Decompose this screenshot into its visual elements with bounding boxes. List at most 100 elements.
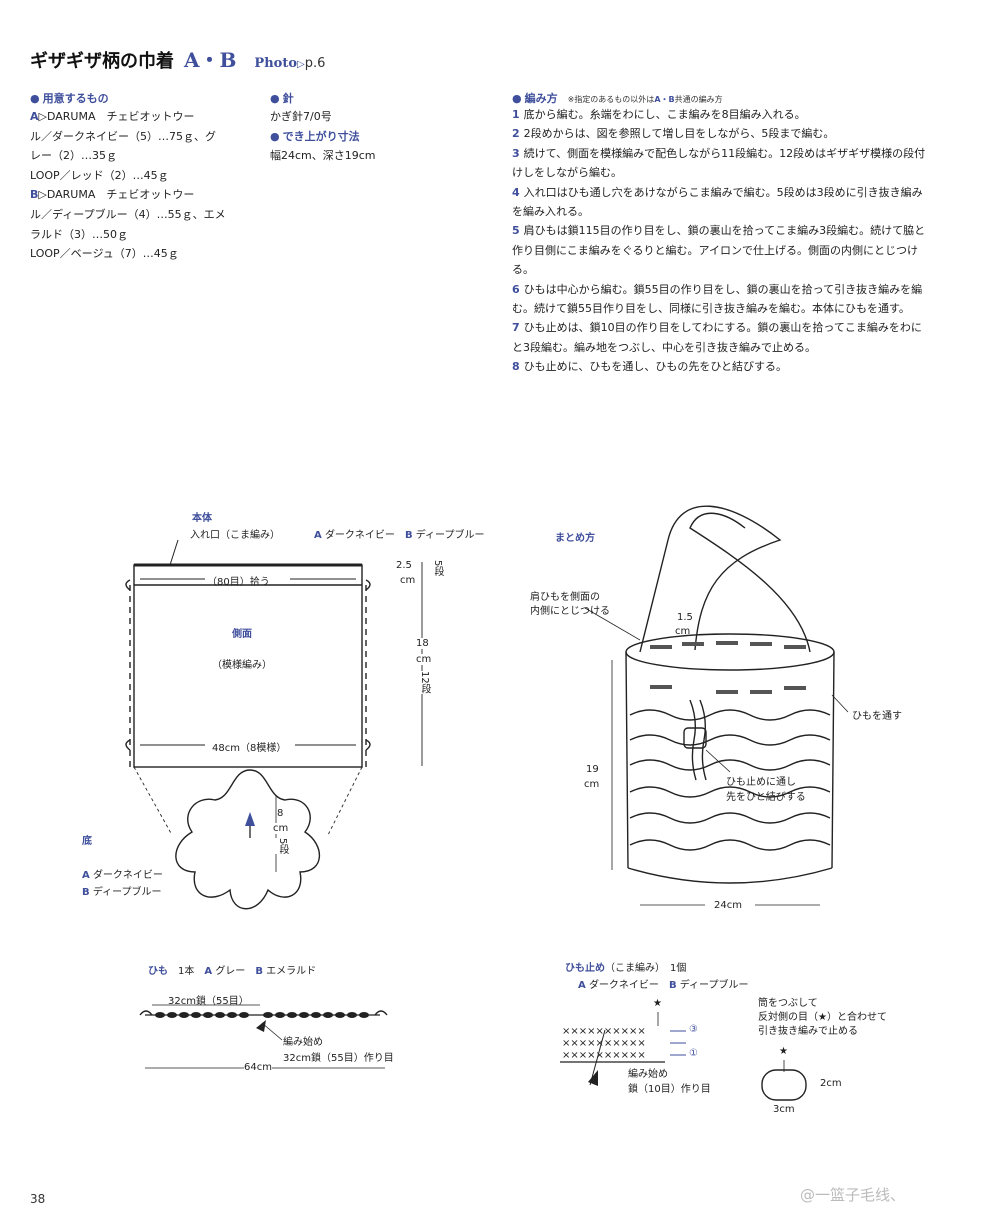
drawstring-right <box>699 699 707 781</box>
rim-hole <box>750 690 772 694</box>
loop-right-bottom <box>365 739 371 751</box>
loop-left-top <box>125 579 131 591</box>
cord-stopper <box>683 727 707 749</box>
cord-end-right <box>374 1010 388 1016</box>
stopper-note-2: 先をひと結びする <box>726 792 806 803</box>
finished-heading: ●でき上がり寸法 <box>270 130 360 143</box>
stopper-row-1: ① <box>689 1048 698 1059</box>
rim-hole <box>650 685 672 689</box>
bag-bottom <box>627 867 833 884</box>
rim-hole <box>750 642 772 646</box>
svg-text:××××××××××: ×××××××××× <box>562 1050 646 1061</box>
body-side-label: 側面 <box>232 629 252 640</box>
base-arrowhead <box>245 812 255 826</box>
stopper-heading: ひも止め（こま編み） 1個 <box>565 963 687 974</box>
drawstring-left <box>689 699 697 781</box>
cord-end-left <box>139 1010 153 1016</box>
stopper-tube-height: 2cm <box>820 1078 842 1089</box>
body-pattern-label: （模様編み） <box>212 660 272 671</box>
needle-heading: ●針 <box>270 92 294 105</box>
watermark: @一篮子毛线、 <box>800 1186 906 1204</box>
base-guide-right <box>327 766 363 836</box>
rim-hole <box>682 642 704 646</box>
svg-text:××××××××××: ×××××××××× <box>562 1026 646 1037</box>
bag-height-value: 19 <box>586 764 599 775</box>
bag-side-left <box>625 651 629 869</box>
stopper-tube-star: ★ <box>779 1046 788 1057</box>
rim-hole <box>716 641 738 645</box>
bag-strap-inner <box>689 512 811 653</box>
assembly-title: まとめ方 <box>555 533 595 544</box>
base-color-a: A ダークネイビー <box>82 870 163 881</box>
body-opening-label: 入れ口（こま編み） <box>190 530 280 541</box>
stopper-tube-width: 3cm <box>773 1104 795 1115</box>
strap-note-leader <box>584 607 641 641</box>
photo-page: p.6 <box>304 56 326 71</box>
cord-heading: ひも 1本 A グレー B エメラルド <box>148 966 317 977</box>
materials-b-line-0: B▷DARUMA チェビオットウー <box>30 188 195 202</box>
dim-top-unit: cm <box>400 575 416 586</box>
stopper-stitch-rows: ×××××××××× ×××××××××× ×××××××××× <box>562 1026 646 1061</box>
strap-note-1: 肩ひもを側面の <box>530 592 600 603</box>
cord-total: 64cm <box>244 1062 272 1073</box>
dim-top-cm: 2.5 <box>396 560 412 571</box>
bag-width: 24cm <box>714 900 742 911</box>
body-title: 本体 <box>192 513 212 524</box>
bag-wave <box>629 759 831 771</box>
cord-start-marker <box>256 1020 266 1032</box>
thread-note-leader <box>831 694 849 713</box>
rim-hole <box>650 645 672 649</box>
stopper-row-3: ③ <box>689 1024 698 1035</box>
needle-text: かぎ針7/0号 <box>270 110 332 123</box>
dim-side-cm: 18 <box>416 638 429 649</box>
cord-start-leader <box>261 1022 283 1041</box>
materials-b-line-3: LOOP／ベージュ（7）…45ｇ <box>30 247 179 261</box>
base-rows: 5段 <box>275 838 290 855</box>
base-radius-unit: cm <box>273 823 289 834</box>
svg-text:××××××××××: ×××××××××× <box>562 1038 646 1049</box>
base-color-b: B ディープブルー <box>82 887 162 898</box>
title-variants: A・B <box>184 48 237 72</box>
photo-arrow: ▷ <box>297 59 305 70</box>
strap-width-value: 1.5 <box>677 612 693 623</box>
materials-a-line-3: LOOP／レッド（2）…45ｇ <box>30 168 169 182</box>
bag-strap-outer <box>639 505 782 653</box>
bag-rim <box>625 633 835 671</box>
bag-wave <box>629 709 831 721</box>
bag-wave <box>629 786 831 798</box>
page-number: 38 <box>30 1192 46 1206</box>
materials-a-line-1: ル／ダークネイビー（5）…75ｇ、グ <box>30 129 216 143</box>
stopper-note-1: ひも止めに通し <box>726 777 796 788</box>
stopper-start-chain: 鎖（10目）作り目 <box>628 1084 711 1095</box>
stopper-start-label: 編み始め <box>628 1069 668 1080</box>
dim-side-unit: cm <box>416 654 432 665</box>
rim-hole <box>716 690 738 694</box>
stopper-row-arrows <box>670 1030 686 1056</box>
bag-wave <box>629 734 831 746</box>
rim-hole <box>784 686 806 690</box>
stopper-start-leader <box>589 1029 606 1086</box>
materials-b-line-2: ラルド（3）…50ｇ <box>30 227 128 241</box>
rim-hole <box>784 645 806 649</box>
method-heading: ●編み方※指定のあるもの以外はA・B共通の編み方 <box>512 92 723 105</box>
cord-chain-marks <box>155 1012 369 1018</box>
stopper-star: ★ <box>653 998 662 1009</box>
materials-a-line-2: レー（2）…35ｇ <box>30 149 117 163</box>
cord-start-chain: 32cm鎖（55目）作り目 <box>283 1053 394 1064</box>
strap-note-2: 内側にとじつける <box>530 606 610 617</box>
stopper-note-line-3: 引き抜き編みで止める <box>758 1026 858 1037</box>
loop-left-bottom <box>125 739 131 751</box>
title-text: ギザギザ柄の巾着 <box>30 51 174 72</box>
stopper-note-leader <box>705 749 731 773</box>
bag-wave <box>629 839 831 851</box>
